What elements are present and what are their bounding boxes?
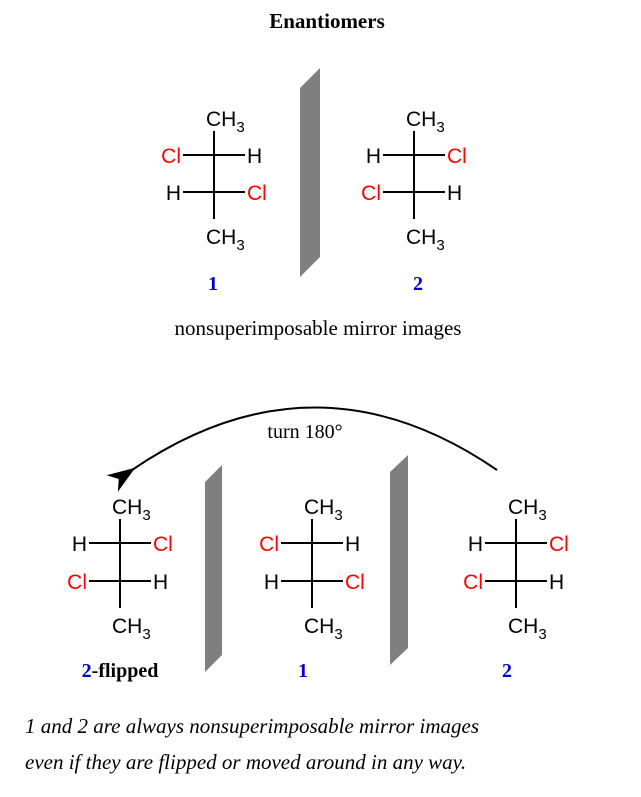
atom-left: Cl [67,571,87,594]
arrow-label: turn 180° [267,421,342,443]
atom-left: H [264,571,279,594]
atom-right: Cl [153,533,173,556]
atom-left: H [166,182,181,205]
atom-right: H [345,533,360,556]
atom-left: Cl [361,182,381,205]
atom-left: H [468,533,483,556]
methyl-top: CH3 [406,108,445,136]
atom-left: Cl [161,145,181,168]
rotate-arrow [106,406,498,492]
label-2: 2 [413,273,423,295]
methyl-bottom: CH3 [112,615,151,643]
label-flipped-suffix: -flipped [92,660,159,682]
methyl-top: CH3 [206,108,245,136]
methyl-bottom: CH3 [206,226,245,254]
atom-left: Cl [463,571,483,594]
methyl-bottom: CH3 [508,615,547,643]
atom-right: Cl [345,571,365,594]
label-2: 2 [502,660,512,682]
caption: nonsuperimposable mirror images [175,316,462,340]
atom-right: Cl [447,145,467,168]
atom-right: H [549,571,564,594]
mirror-plane [390,455,408,665]
mirror-plane [205,465,222,672]
label-2-number: 2 [82,660,92,682]
label-1: 1 [208,273,218,295]
atom-right: H [153,571,168,594]
atom-right: H [247,145,262,168]
footnote-line-1: 1 and 2 are always nonsuperimposable mir… [25,714,479,738]
title: Enantiomers [269,9,385,33]
atom-right: Cl [247,182,267,205]
methyl-bottom: CH3 [406,226,445,254]
atom-left: Cl [259,533,279,556]
methyl-top: CH3 [112,496,151,524]
label-1: 1 [298,660,308,682]
label-2-flipped: 2-flipped [82,660,159,682]
atom-right: H [447,182,462,205]
methyl-top: CH3 [304,496,343,524]
footnote-line-2: even if they are flipped or moved around… [25,750,466,774]
atom-left: H [72,533,87,556]
mirror-plane [300,68,320,277]
methyl-bottom: CH3 [304,615,343,643]
atom-right: Cl [549,533,569,556]
methyl-top: CH3 [508,496,547,524]
atom-left: H [366,145,381,168]
